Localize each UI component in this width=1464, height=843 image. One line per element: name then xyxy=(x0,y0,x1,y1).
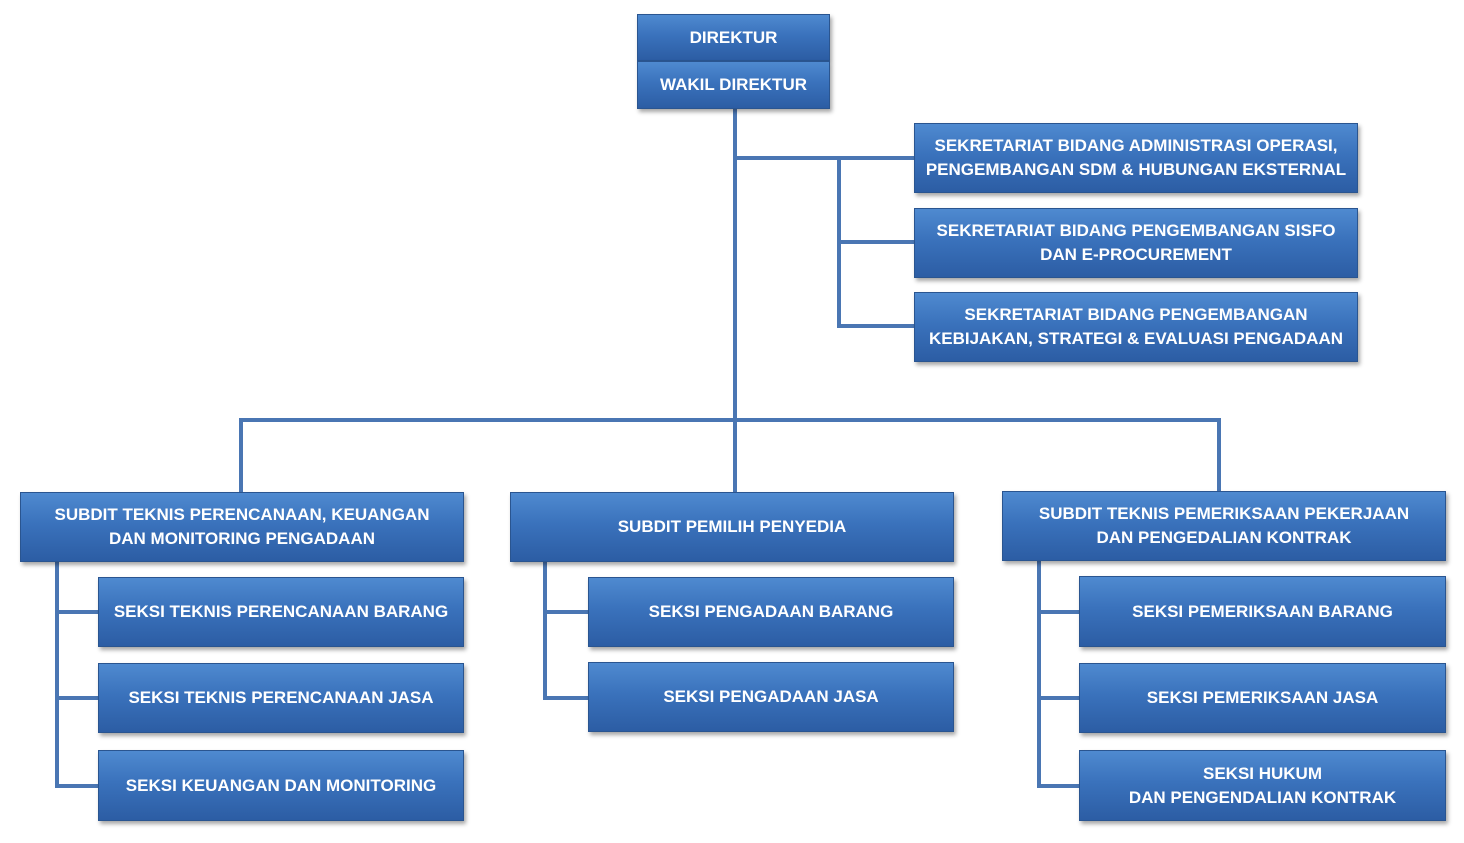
subdit-3-line2: DAN PENGEDALIAN KONTRAK xyxy=(1096,528,1352,547)
secretariat-2-line1: SEKRETARIAT BIDANG PENGEMBANGAN SISFO xyxy=(936,221,1336,240)
secretariat-box-3: SEKRETARIAT BIDANG PENGEMBANGAN KEBIJAKA… xyxy=(914,292,1358,362)
secretariat-2-line2: DAN E-PROCUREMENT xyxy=(1040,245,1232,264)
subdit-box-3: SUBDIT TEKNIS PEMERIKSAAN PEKERJAAN DAN … xyxy=(1002,491,1446,561)
section-3-3-line1: SEKSI HUKUM xyxy=(1202,763,1322,783)
section-3-3-line2: DAN PENGENDALIAN KONTRAK xyxy=(1128,787,1397,807)
director-label: DIREKTUR xyxy=(689,27,778,47)
section-1-3-label: SEKSI KEUANGAN DAN MONITORING xyxy=(125,775,437,795)
deputy-director-box: WAKIL DIREKTUR xyxy=(637,61,830,109)
section-box-2-1: SEKSI PENGADAAN BARANG xyxy=(588,577,954,647)
subdit-2-line1: SUBDIT PEMILIH PENYEDIA xyxy=(617,517,847,536)
secretariat-3-line2: KEBIJAKAN, STRATEGI & EVALUASI PENGADAAN xyxy=(928,329,1343,348)
section-3-1-label: SEKSI PEMERIKSAAN BARANG xyxy=(1132,601,1393,621)
section-1-1-label: SEKSI TEKNIS PERENCANAAN BARANG xyxy=(113,602,449,621)
section-box-3-1: SEKSI PEMERIKSAAN BARANG xyxy=(1079,576,1446,647)
subdit-3-line1: SUBDIT TEKNIS PEMERIKSAAN PEKERJAAN xyxy=(1038,504,1410,523)
section-box-1-1: SEKSI TEKNIS PERENCANAAN BARANG xyxy=(98,577,464,647)
section-2-2-label: SEKSI PENGADAAN JASA xyxy=(663,687,879,706)
secretariat-box-2: SEKRETARIAT BIDANG PENGEMBANGAN SISFO DA… xyxy=(914,208,1358,278)
section-box-2-2: SEKSI PENGADAAN JASA xyxy=(588,662,954,732)
subdit-1-line1: SUBDIT TEKNIS PERENCANAAN, KEUANGAN xyxy=(54,505,430,524)
section-box-1-2: SEKSI TEKNIS PERENCANAAN JASA xyxy=(98,663,464,733)
section-box-1-3: SEKSI KEUANGAN DAN MONITORING xyxy=(98,750,464,821)
director-box: DIREKTUR xyxy=(637,14,830,61)
subdit-1-line2: DAN MONITORING PENGADAAN xyxy=(108,529,376,548)
secretariat-1-line2: PENGEMBANGAN SDM & HUBUNGAN EKSTERNAL xyxy=(925,160,1347,179)
secretariat-box-1: SEKRETARIAT BIDANG ADMINISTRASI OPERASI,… xyxy=(914,123,1358,193)
section-box-3-3: SEKSI HUKUM DAN PENGENDALIAN KONTRAK xyxy=(1079,750,1446,821)
section-box-3-2: SEKSI PEMERIKSAAN JASA xyxy=(1079,663,1446,733)
section-1-2-label: SEKSI TEKNIS PERENCANAAN JASA xyxy=(128,688,434,707)
section-2-1-label: SEKSI PENGADAAN BARANG xyxy=(648,602,894,621)
secretariat-1-line1: SEKRETARIAT BIDANG ADMINISTRASI OPERASI, xyxy=(934,136,1338,155)
section-3-2-label: SEKSI PEMERIKSAAN JASA xyxy=(1146,688,1379,707)
deputy-director-label: WAKIL DIREKTUR xyxy=(659,75,807,94)
subdit-box-2: SUBDIT PEMILIH PENYEDIA xyxy=(510,492,954,562)
subdit-box-1: SUBDIT TEKNIS PERENCANAAN, KEUANGAN DAN … xyxy=(20,492,464,562)
secretariat-3-line1: SEKRETARIAT BIDANG PENGEMBANGAN xyxy=(964,305,1308,324)
